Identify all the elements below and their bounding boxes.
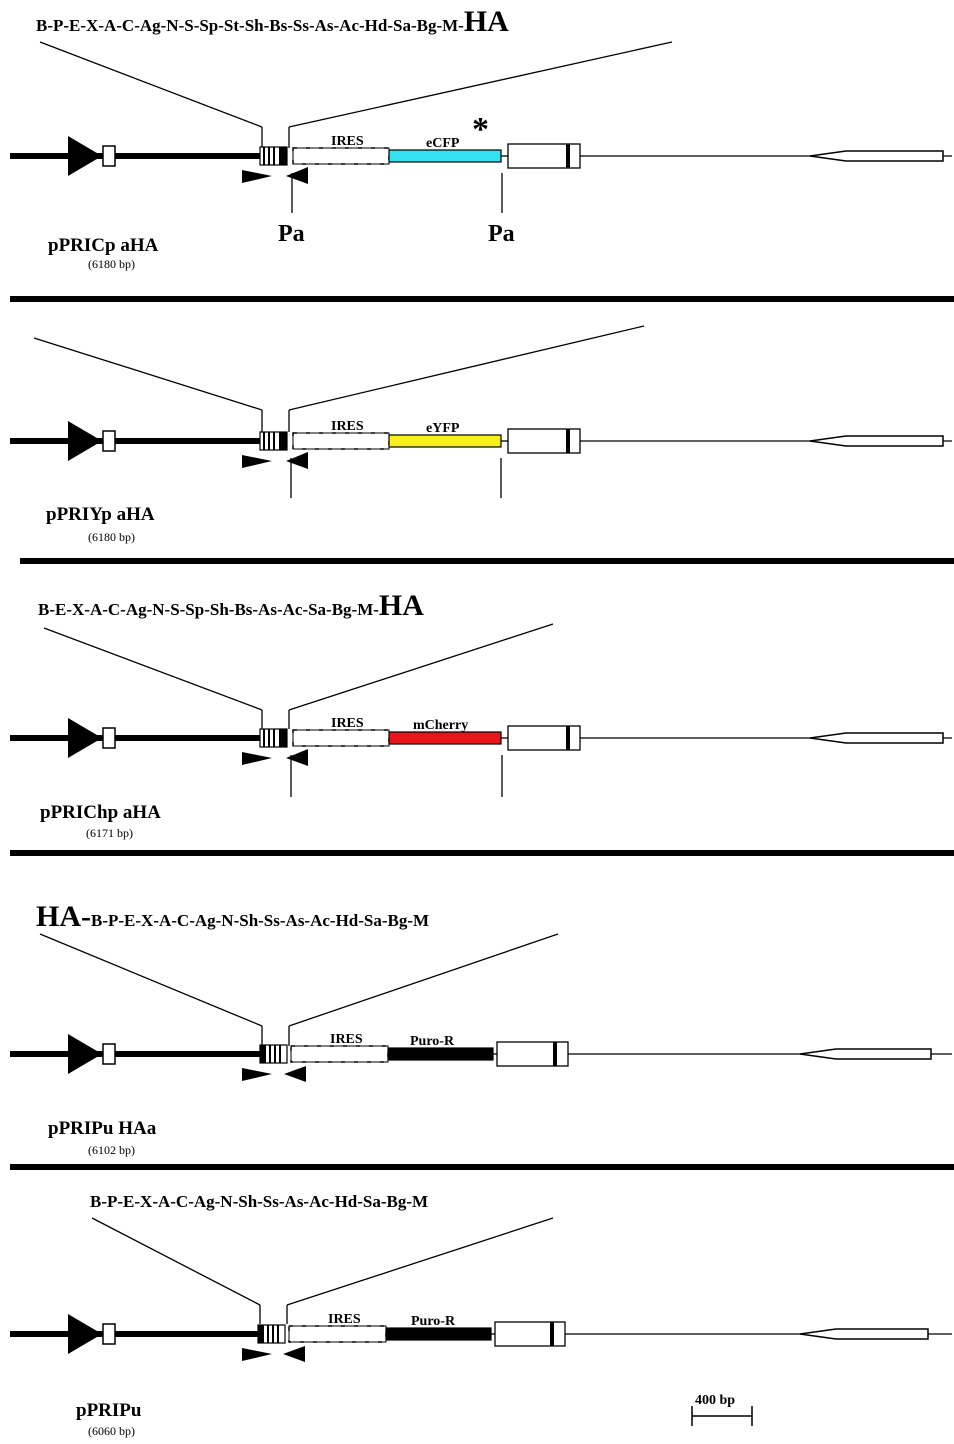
backbone-thick	[10, 1051, 260, 1057]
mcs-sites-label: B-E-X-A-C-Ag-N-S-Sp-Sh-Bs-As-Ac-Sa-Bg-M-…	[38, 589, 424, 622]
reporter-bar	[387, 1047, 494, 1061]
mcs-callout-left	[91, 1217, 261, 1306]
construct-size: (6180 bp)	[88, 530, 135, 544]
construct-pPRIChp-aHA: B-E-X-A-C-Ag-N-S-Sp-Sh-Bs-As-Ac-Sa-Bg-M-…	[10, 589, 952, 840]
scale-bar-label: 400 bp	[695, 1393, 735, 1408]
ires-box	[292, 729, 390, 747]
primer-reverse-arrowhead	[286, 452, 308, 469]
construct-name: pPRIChp aHA	[40, 802, 161, 823]
ltr-box	[102, 727, 116, 749]
reporter-label: Puro-R	[411, 1314, 456, 1329]
section-divider	[10, 850, 954, 856]
construct-pPRIPu: B-P-E-X-A-C-Ag-N-Sh-Ss-As-Ac-Hd-Sa-Bg-M …	[10, 1192, 952, 1438]
ires-box	[290, 1045, 389, 1063]
mcs-callout-right	[288, 933, 559, 1027]
ires-label: IRES	[331, 419, 364, 434]
construct-name: pPRIYp aHA	[46, 504, 155, 525]
construct-size: (6060 bp)	[88, 1424, 135, 1438]
mcs-sites-label: HA-B-P-E-X-A-C-Ag-N-Sh-Ss-As-Ac-Hd-Sa-Bg…	[36, 900, 429, 933]
backbone-thick	[10, 153, 260, 159]
primer-forward-arrowhead	[242, 170, 272, 183]
primer-forward-arrowhead	[242, 752, 272, 765]
primer-forward-arrowhead	[242, 1348, 272, 1361]
backbone-thick	[10, 735, 260, 741]
reporter-bar	[388, 149, 502, 163]
mcs-callout-right	[288, 623, 554, 711]
construct-size: (6171 bp)	[86, 826, 133, 840]
ires-label: IRES	[331, 716, 364, 731]
ires-box	[292, 432, 390, 450]
scale-bar: 400 bp	[691, 1393, 753, 1426]
ampr-arrow	[809, 732, 944, 744]
mcs-box	[259, 431, 288, 451]
ltr-box	[102, 145, 116, 167]
promoter-arrow	[68, 718, 102, 758]
mcs-box	[259, 146, 288, 166]
ires-label: IRES	[328, 1312, 361, 1327]
section-divider	[10, 296, 954, 302]
ltr-box	[102, 430, 116, 452]
mcs-sites-label: B-P-E-X-A-C-Ag-N-S-Sp-St-Sh-Bs-Ss-As-Ac-…	[36, 5, 509, 38]
construct-size: (6102 bp)	[88, 1143, 135, 1157]
mcs-sites-label: B-P-E-X-A-C-Ag-N-Sh-Ss-As-Ac-Hd-Sa-Bg-M	[90, 1192, 428, 1211]
ires-label: IRES	[331, 134, 364, 149]
promoter-arrow	[68, 421, 102, 461]
ires-label: IRES	[330, 1032, 363, 1047]
promoter-arrow	[68, 1034, 102, 1074]
mcs-callout-left	[39, 933, 263, 1027]
construct-pPRICp-aHA: B-P-E-X-A-C-Ag-N-S-Sp-St-Sh-Bs-Ss-As-Ac-…	[10, 5, 952, 271]
mcs-box	[259, 1044, 288, 1064]
primer-forward-arrowhead	[242, 1068, 272, 1081]
promoter-arrow	[68, 1314, 102, 1354]
reporter-label: Puro-R	[410, 1034, 455, 1049]
primer-forward-arrowhead	[242, 455, 272, 468]
reporter-label: mCherry	[413, 718, 468, 733]
backbone-thick	[10, 438, 260, 444]
ampr-arrow	[809, 150, 944, 162]
construct-name: pPRIPu	[76, 1400, 142, 1421]
promoter-arrow	[68, 136, 102, 176]
ltr-box	[102, 1043, 116, 1065]
primer-reverse-arrowhead	[284, 1066, 306, 1082]
reporter-label: eCFP	[426, 136, 460, 151]
mcs-box	[259, 728, 288, 748]
reporter-label: eYFP	[426, 421, 460, 436]
primer-reverse-arrowhead	[283, 1346, 305, 1362]
ires-box	[292, 147, 390, 165]
mcs-callout-right	[288, 41, 673, 128]
construct-pPRIPu-HAa: HA-B-P-E-X-A-C-Ag-N-Sh-Ss-As-Ac-Hd-Sa-Bg…	[10, 900, 952, 1157]
primer-reverse-arrowhead	[286, 749, 308, 766]
mcs-callout-left	[39, 41, 263, 128]
ltr-3prime-box	[494, 1321, 566, 1347]
ampr-arrow	[809, 435, 944, 447]
reporter-bar	[385, 1327, 492, 1341]
ltr-3prime-box	[496, 1041, 569, 1067]
construct-pPRIYp-aHA: IRES eYFP pPRIYp aHA (6180 bp)	[10, 325, 952, 544]
mcs-callout-right	[286, 1217, 554, 1306]
ampr-arrow	[799, 1328, 929, 1340]
mcs-callout-right	[288, 325, 645, 411]
primer-reverse-arrowhead	[286, 167, 308, 184]
construct-name: pPRIPu HAa	[48, 1118, 157, 1139]
construct-size: (6180 bp)	[88, 257, 135, 271]
reporter-bar	[388, 731, 502, 745]
section-divider	[10, 1164, 954, 1170]
ampr-arrow	[799, 1048, 932, 1060]
ires-box	[288, 1325, 387, 1343]
backbone-thick	[10, 1331, 260, 1337]
construct-name: pPRICp aHA	[48, 235, 159, 256]
ltr-box	[102, 1323, 116, 1345]
mcs-callout-left	[43, 627, 263, 711]
asterisk-mark: *	[472, 111, 489, 148]
section-divider	[20, 558, 954, 564]
mcs-box	[257, 1324, 286, 1344]
pa-site-left-label: Pa	[278, 221, 305, 247]
reporter-bar	[388, 434, 502, 448]
mcs-callout-left	[33, 337, 263, 411]
pa-site-right-label: Pa	[488, 221, 515, 247]
